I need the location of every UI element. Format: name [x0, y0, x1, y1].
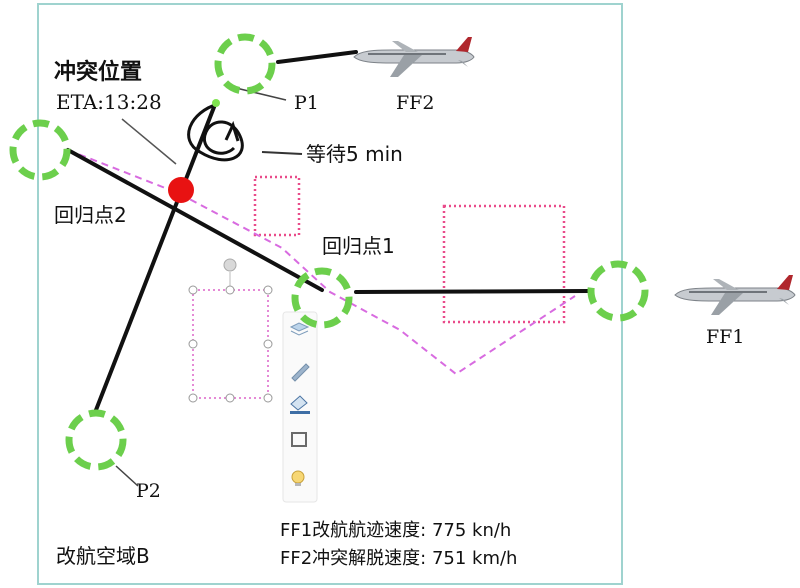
conflict-title: 冲突位置: [54, 60, 143, 85]
route-return2-return1: [66, 148, 324, 292]
hazard-zones: [253, 175, 566, 324]
ff1-speed: FF1改航航迹速度: 775 kn/h: [280, 520, 512, 541]
label-ff1: FF1: [706, 326, 745, 348]
toolbar-layers-icon[interactable]: [289, 322, 310, 336]
toolbar-bulb-icon[interactable]: [291, 470, 305, 486]
label-ff2: FF2: [396, 92, 435, 114]
resize-handles[interactable]: [188, 285, 273, 403]
airplane-icon: [353, 36, 475, 78]
floating-toolbar[interactable]: [282, 311, 318, 503]
label-return2: 回归点2: [54, 203, 127, 227]
toolbar-fill-icon[interactable]: [290, 395, 310, 414]
selected-zone[interactable]: [188, 258, 273, 403]
toolbar-pen-icon[interactable]: [291, 363, 310, 382]
airplane-icon: [674, 274, 796, 316]
waypoint-p2[interactable]: [65, 409, 127, 471]
label-return1: 回归点1: [322, 234, 395, 258]
hazard-zone-large: [442, 204, 566, 324]
ff2-speed: FF2冲突解脱速度: 751 km/h: [280, 548, 518, 569]
hold-label: 等待5 min: [306, 142, 403, 166]
p1-leader: [235, 87, 287, 101]
label-p1: P1: [294, 92, 319, 114]
hold-arrow: [224, 120, 240, 142]
waypoint-ff1[interactable]: [587, 260, 649, 322]
waypoint-return1[interactable]: [291, 267, 353, 329]
route-return1-ff1: [354, 289, 592, 294]
airspace-label: 改航空域B: [56, 544, 150, 568]
holding-pattern: [187, 102, 244, 162]
conflict-eta: ETA:13:28: [56, 90, 162, 114]
conflict-point[interactable]: [168, 177, 194, 203]
rotate-handle-icon[interactable]: [223, 258, 237, 272]
hazard-zone-small: [253, 175, 301, 237]
hold-loop: [187, 102, 244, 162]
waypoint-p1[interactable]: [214, 33, 276, 95]
p1-node: [212, 99, 220, 107]
p2-leader: [115, 465, 139, 487]
waypoint-rings: [9, 33, 649, 471]
toolbar-frame-icon[interactable]: [291, 432, 307, 447]
route-p1-ff2: [276, 50, 358, 64]
conflict-leader: [121, 118, 177, 165]
planned-path: [67, 149, 576, 376]
waypoint-return2[interactable]: [9, 119, 71, 181]
label-p2: P2: [136, 480, 161, 502]
routes: [66, 50, 592, 412]
hold-leader: [261, 151, 303, 155]
airspace-border: [37, 3, 623, 585]
route-p1-p2: [94, 100, 218, 412]
selected-zone-outline[interactable]: [192, 289, 269, 399]
